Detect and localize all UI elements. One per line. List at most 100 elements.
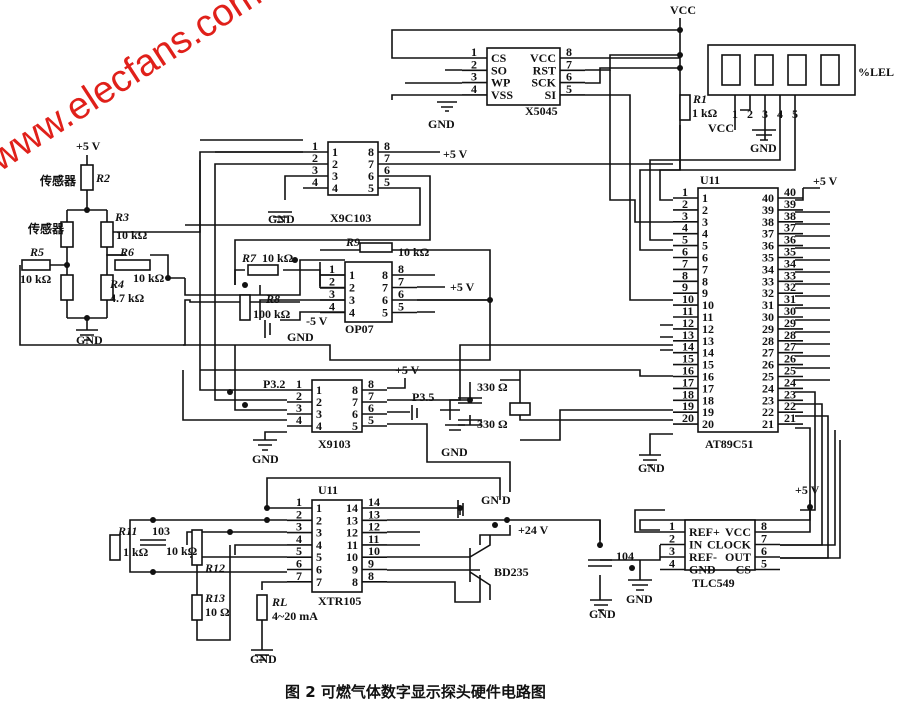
label: R11 bbox=[117, 524, 137, 538]
sensor-element bbox=[60, 221, 74, 248]
pin-label: 6 bbox=[702, 251, 708, 265]
pin-number: 31 bbox=[784, 292, 796, 306]
label: 100 kΩ bbox=[253, 307, 291, 321]
pin-number: 1 bbox=[312, 139, 318, 153]
pin-label: 2 bbox=[332, 157, 338, 171]
pin-number: 2 bbox=[329, 275, 335, 289]
watermark: www.elecfans.com bbox=[0, 0, 269, 180]
pin-label: 7 bbox=[368, 157, 374, 171]
label: R8 bbox=[265, 292, 280, 306]
pin-number: 8 bbox=[368, 377, 374, 391]
pin-number: 33 bbox=[784, 268, 796, 282]
pin-number: 5 bbox=[296, 544, 302, 558]
pin-label: 13 bbox=[346, 513, 358, 527]
label: 330 Ω bbox=[477, 380, 508, 394]
pin-label: 15 bbox=[702, 358, 714, 372]
potentiometer-r12 bbox=[191, 529, 203, 566]
pin-label: VSS bbox=[491, 88, 513, 102]
pin-label: 3 bbox=[349, 293, 355, 307]
pin-label: 3 bbox=[316, 526, 322, 540]
pin-label: 12 bbox=[346, 526, 358, 540]
resistor-r2 bbox=[80, 164, 94, 191]
chip-ref: U11 bbox=[318, 483, 338, 497]
resistor-r11 bbox=[109, 534, 121, 561]
pin-label: VCC bbox=[725, 525, 751, 539]
pin-label: 3 bbox=[316, 407, 322, 421]
pin-label: 32 bbox=[762, 286, 774, 300]
labels: VCC R1 1 kΩ GND +5 V 传感器 传感器 R2 R3 10 kΩ… bbox=[20, 3, 838, 666]
pin-label: REF- bbox=[689, 550, 717, 564]
pin-label: 38 bbox=[762, 215, 774, 229]
label: +5 V bbox=[813, 174, 838, 188]
pin-number: 7 bbox=[566, 57, 572, 71]
pin-number: 9 bbox=[682, 280, 688, 294]
pin-label: 11 bbox=[347, 538, 358, 552]
pin-label: CLOCK bbox=[707, 538, 752, 552]
pin-label: 5 bbox=[368, 181, 374, 195]
display-pin: 5 bbox=[792, 107, 798, 121]
label: GND bbox=[626, 592, 653, 606]
label: P3.5 bbox=[412, 390, 434, 404]
pin-number: 5 bbox=[398, 300, 404, 314]
crystal bbox=[509, 402, 531, 416]
pin-label: 6 bbox=[352, 407, 358, 421]
pin-number: 5 bbox=[682, 233, 688, 247]
pin-label: CS bbox=[491, 51, 507, 65]
label: GND bbox=[287, 330, 314, 344]
label: 10 Ω bbox=[205, 605, 230, 619]
pin-label: 10 bbox=[346, 550, 358, 564]
pin-label: 29 bbox=[762, 322, 774, 336]
pin-label: 21 bbox=[762, 417, 774, 431]
pin-label: 1 bbox=[316, 501, 322, 515]
label: -5 V bbox=[306, 314, 328, 328]
pin-number: 1 bbox=[682, 185, 688, 199]
pin-label: SI bbox=[545, 88, 557, 102]
label: R1 bbox=[692, 92, 707, 106]
pin-label: 13 bbox=[702, 334, 714, 348]
pin-number: 39 bbox=[784, 197, 796, 211]
label: 10 kΩ bbox=[166, 544, 198, 558]
label: R6 bbox=[119, 245, 134, 259]
label: R13 bbox=[204, 591, 225, 605]
display-pin: 2 bbox=[747, 107, 753, 121]
label: +5 V bbox=[795, 483, 820, 497]
label: 4.7 kΩ bbox=[110, 291, 145, 305]
pin-label: 26 bbox=[762, 358, 774, 372]
ground-symbols bbox=[76, 101, 776, 661]
resistor-r7 bbox=[247, 264, 279, 276]
pin-number: 14 bbox=[368, 495, 380, 509]
pin-number: 26 bbox=[784, 352, 796, 366]
pin-label: VCC bbox=[530, 51, 556, 65]
pin-label: 30 bbox=[762, 310, 774, 324]
bypass-capacitors bbox=[264, 320, 464, 518]
pin-label: 2 bbox=[316, 513, 322, 527]
pin-number: 8 bbox=[761, 519, 767, 533]
label: 103 bbox=[152, 524, 170, 538]
pin-number: 4 bbox=[296, 532, 302, 546]
pin-label: REF+ bbox=[689, 525, 720, 539]
pin-label: 6 bbox=[316, 563, 322, 577]
pin-number: 8 bbox=[368, 569, 374, 583]
pin-label: 4 bbox=[702, 227, 708, 241]
potentiometer-r6 bbox=[114, 259, 151, 271]
pin-number: 1 bbox=[296, 377, 302, 391]
pin-label: 39 bbox=[762, 203, 774, 217]
pin-number: 6 bbox=[296, 557, 302, 571]
pin-number: 2 bbox=[296, 507, 302, 521]
pin-number: 22 bbox=[784, 399, 796, 413]
transistor-bd235 bbox=[469, 535, 491, 600]
pin-number: 28 bbox=[784, 328, 796, 342]
chip-name: AT89C51 bbox=[705, 437, 753, 451]
pin-number: 16 bbox=[682, 364, 694, 378]
pin-number: 19 bbox=[682, 399, 694, 413]
resistor-r3 bbox=[100, 221, 114, 248]
pin-label: 28 bbox=[762, 334, 774, 348]
label: 10 kΩ bbox=[262, 251, 294, 265]
pin-label: RST bbox=[533, 63, 556, 77]
pin-label: 37 bbox=[762, 227, 774, 241]
label: GND bbox=[441, 445, 468, 459]
chip-body bbox=[311, 379, 363, 433]
